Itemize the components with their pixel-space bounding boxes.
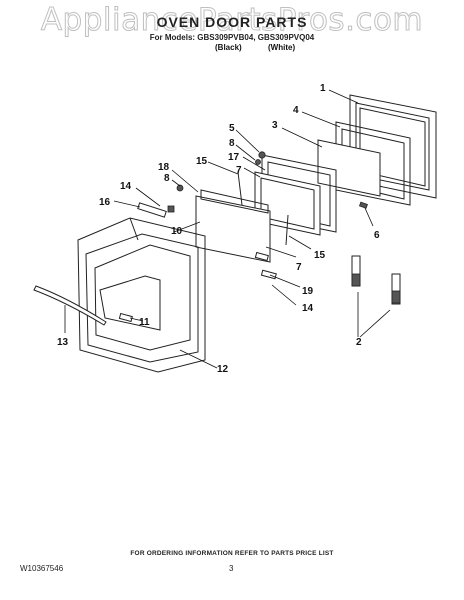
callout-8-lower: 8 xyxy=(164,173,170,184)
callout-12: 12 xyxy=(217,364,229,375)
callout-19: 19 xyxy=(302,286,314,297)
part-label xyxy=(118,312,133,323)
callout-4: 4 xyxy=(293,105,299,116)
document-number: W10367546 xyxy=(20,564,64,573)
callout-7-lower: 7 xyxy=(296,262,302,273)
variant-white-label: (White) xyxy=(268,43,296,52)
callout-3: 3 xyxy=(272,120,278,131)
part-door-handle xyxy=(33,285,107,326)
part-clip xyxy=(358,201,368,209)
callout-14-lower: 14 xyxy=(302,303,314,314)
part-bracket-lower xyxy=(260,269,277,280)
part-spacer-lower xyxy=(285,214,289,246)
page-number: 3 xyxy=(229,564,234,573)
callout-17: 17 xyxy=(228,152,240,163)
callout-6: 6 xyxy=(374,230,380,241)
part-hinges xyxy=(351,255,401,305)
part-bracket-small xyxy=(167,205,175,213)
callout-15-lower: 15 xyxy=(314,250,326,261)
ordering-note: FOR ORDERING INFORMATION REFER TO PARTS … xyxy=(130,550,334,557)
callout-13: 13 xyxy=(57,337,69,348)
part-outer-door-panel xyxy=(77,217,206,373)
callout-1: 1 xyxy=(320,83,326,94)
variant-black-label: (Black) xyxy=(215,43,242,52)
callout-16: 16 xyxy=(99,197,111,208)
callout-8-upper: 8 xyxy=(229,138,235,149)
part-screw-8 xyxy=(176,159,261,192)
part-vent-bracket xyxy=(137,202,167,218)
callout-5: 5 xyxy=(229,123,235,134)
part-screw xyxy=(258,151,266,159)
leader-lines xyxy=(64,89,391,369)
part-glass-pane xyxy=(317,139,381,197)
part-door-liner xyxy=(195,189,271,263)
callout-2: 2 xyxy=(356,337,362,348)
callout-10: 10 xyxy=(171,226,183,237)
watermark: AppliancePartsPros.com xyxy=(40,2,424,39)
page-title: OVEN DOOR PARTS xyxy=(156,14,308,30)
callout-14-upper: 14 xyxy=(120,181,132,192)
model-list: For Models: GBS309PVB04, GBS309PVQ04 xyxy=(149,33,315,42)
callout-18: 18 xyxy=(158,162,170,173)
callout-7-upper: 7 xyxy=(236,165,242,176)
part-inner-glass xyxy=(254,171,321,236)
callout-15-upper: 15 xyxy=(196,156,208,167)
callout-11: 11 xyxy=(139,317,150,328)
part-spacer-19 xyxy=(254,251,269,262)
part-spacer xyxy=(237,171,243,206)
